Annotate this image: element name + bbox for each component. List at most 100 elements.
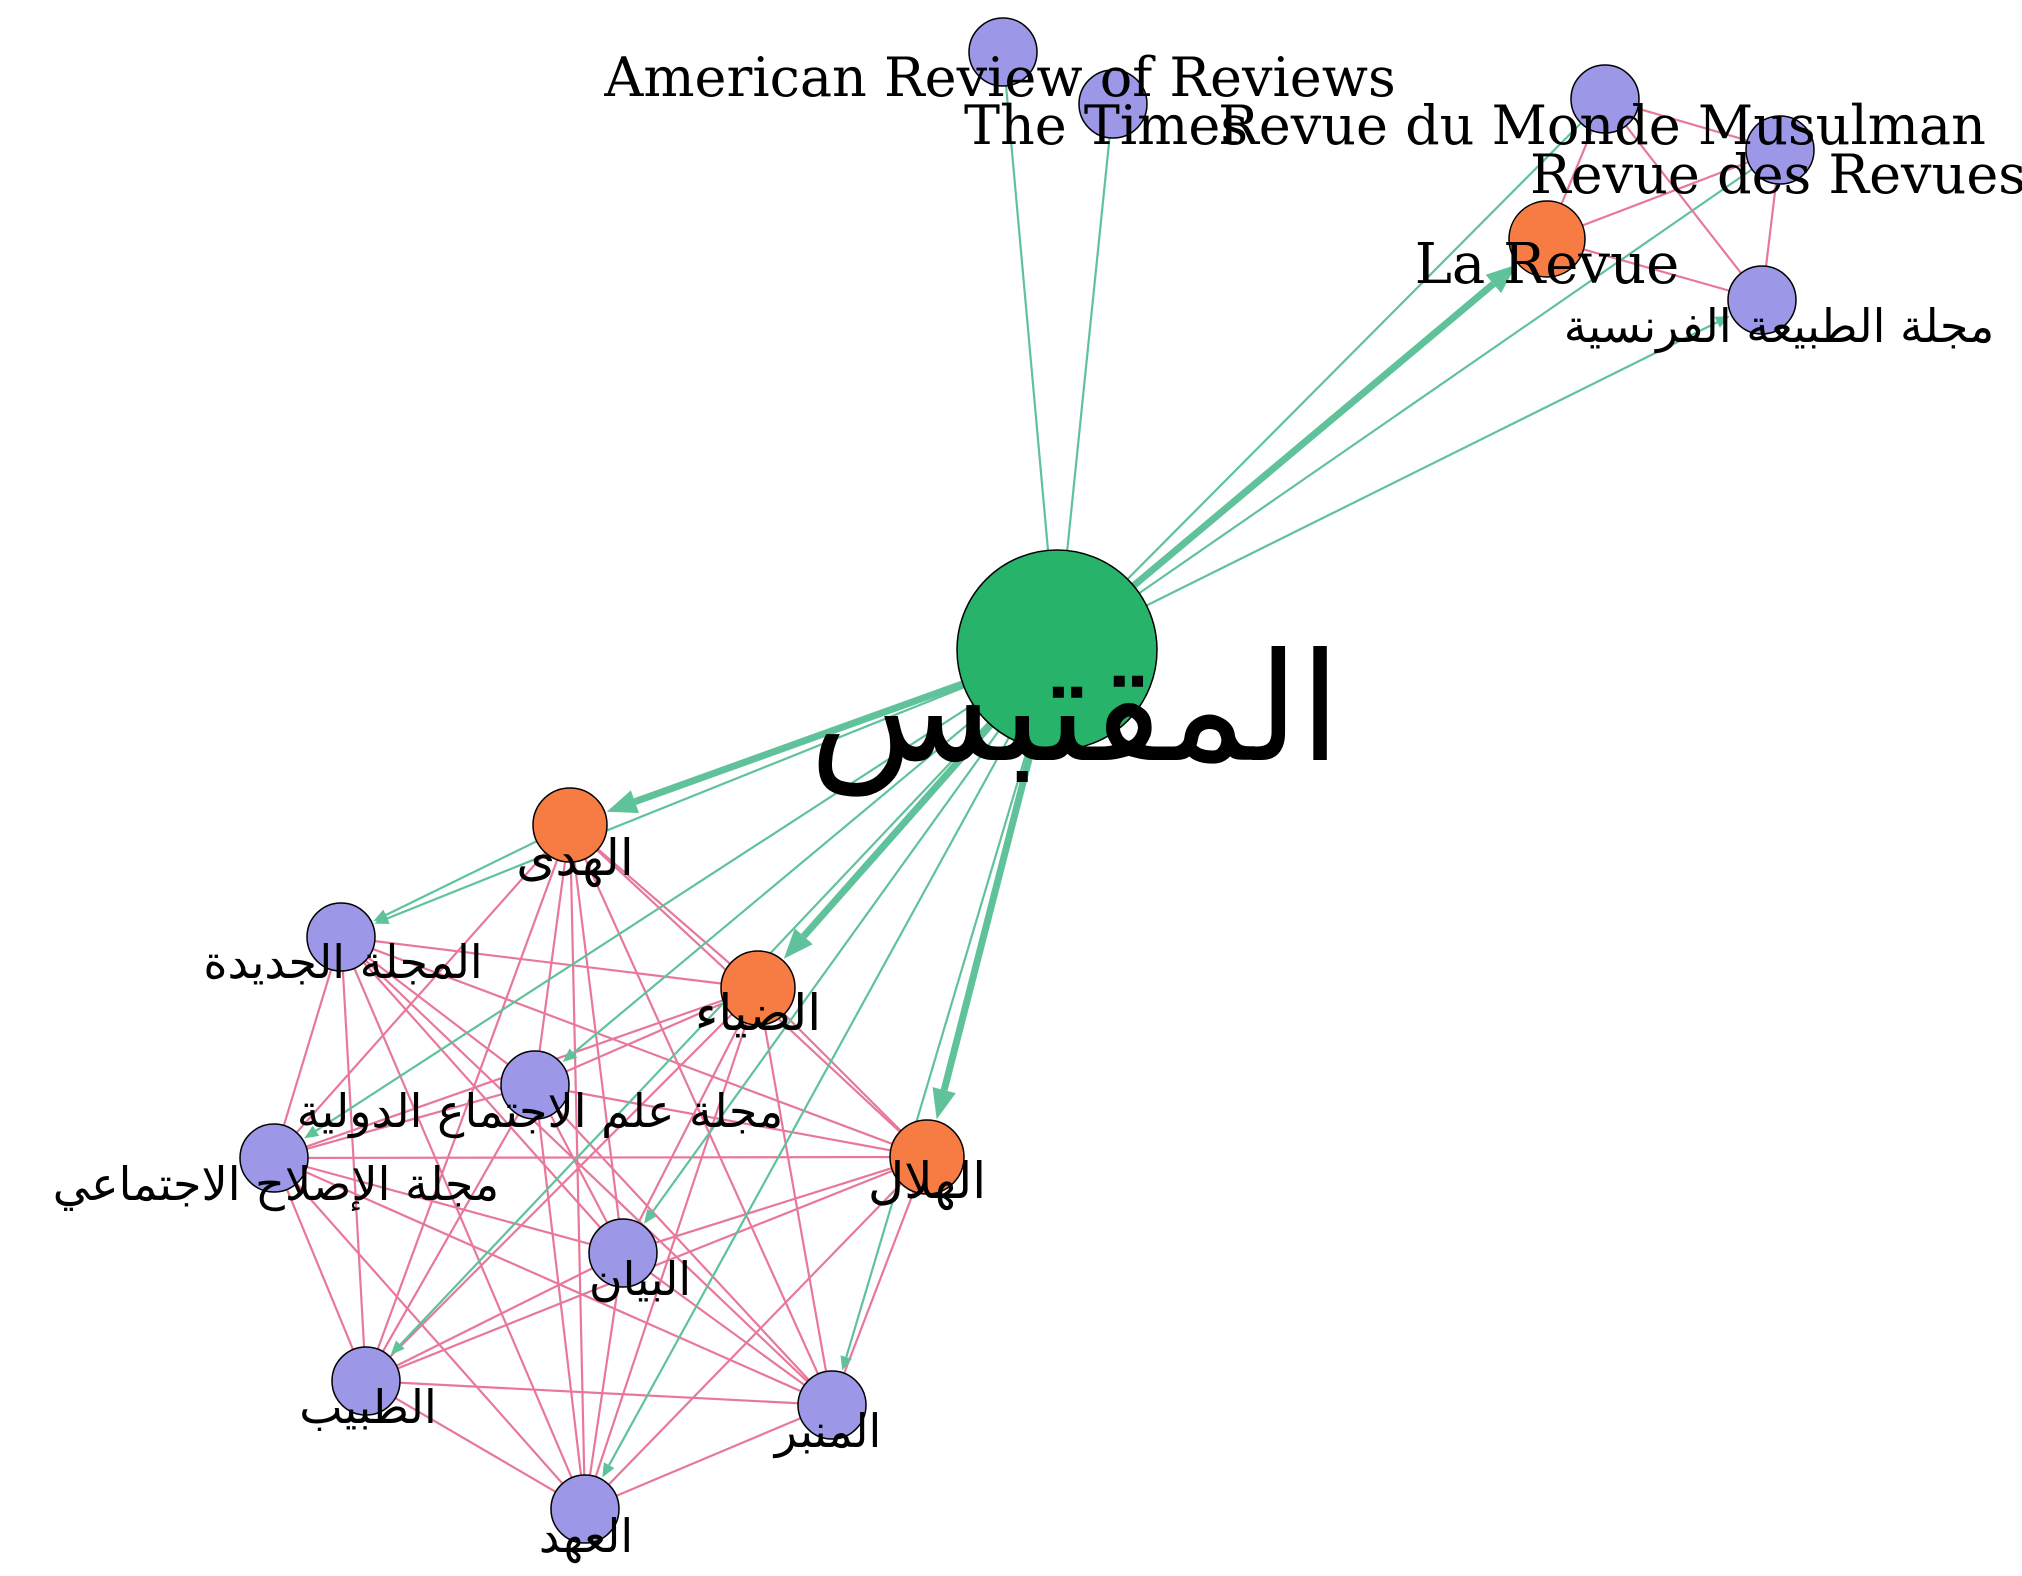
- edge-bayan-ahd: [583, 1252, 625, 1510]
- edge-diya-minbar: [756, 987, 834, 1406]
- node-american_review[interactable]: [968, 17, 1038, 87]
- node-ahd[interactable]: [550, 1474, 620, 1544]
- edge-muqtabas-monde_musulman: [1056, 98, 1606, 651]
- edge-diya-tabib: [365, 987, 759, 1382]
- edge-tabib-ahd: [365, 1380, 586, 1510]
- node-label-tabib: الطبيب: [299, 1380, 436, 1434]
- node-label-ijtima_duwali: مجلة علم الاجتماع الدولية: [297, 1084, 783, 1139]
- arrow-edge-muqtabas-islah: [304, 703, 974, 1139]
- node-islah[interactable]: [239, 1123, 309, 1193]
- node-minbar[interactable]: [797, 1370, 867, 1440]
- node-muqtabas[interactable]: [956, 549, 1158, 751]
- arrow-shaft: [651, 730, 1000, 1214]
- arrow-head: [373, 909, 389, 922]
- edge-bayan-minbar: [622, 1252, 833, 1406]
- edge-huda-bayan: [568, 824, 625, 1254]
- arrow-head: [390, 1340, 405, 1355]
- arrow-shaft: [385, 840, 538, 917]
- edge-islah-tabib: [272, 1157, 368, 1382]
- node-label-hilal: الهلال: [868, 1152, 986, 1211]
- edge-ijtima_duwali-tabib: [365, 1084, 536, 1382]
- arrow-edge-muqtabas-ahd: [602, 737, 1010, 1478]
- arrow-shaft: [801, 722, 994, 939]
- edge-monde_musulman-tabia_fransiya: [1604, 98, 1763, 301]
- edge-jadida-islah: [272, 936, 343, 1159]
- edge-tabib-minbar: [365, 1379, 833, 1407]
- arrow-shaft: [1146, 321, 1718, 607]
- node-bayan[interactable]: [588, 1218, 658, 1288]
- arrow-edge-muqtabas-huda: [606, 680, 965, 813]
- arrow-head: [1485, 264, 1517, 294]
- node-label-tabia_fransiya: مجلة الطبيعة الفرنسية: [1564, 299, 1994, 354]
- arrow-edge-muqtabas-diya: [783, 722, 994, 959]
- node-label-muqtabas: المقتبس: [809, 622, 1341, 797]
- edge-diya-bayan: [622, 987, 759, 1254]
- node-label-american_review: American Review of Reviews: [603, 46, 1395, 109]
- edge-ijtima_duwali-islah: [273, 1083, 536, 1160]
- arrow-shaft: [608, 737, 1010, 1466]
- arrow-shaft: [845, 745, 1030, 1358]
- edge-hilal-bayan: [622, 1155, 928, 1255]
- node-la_revue[interactable]: [1508, 200, 1586, 278]
- node-revue_revues[interactable]: [1745, 115, 1815, 185]
- edge-layer: [272, 51, 1782, 1511]
- node-label-ahd: العهد: [539, 1509, 633, 1564]
- edge-jadida-ahd: [339, 936, 587, 1510]
- node-ijtima_duwali[interactable]: [500, 1050, 570, 1120]
- edge-islah-ahd: [273, 1157, 586, 1510]
- arrow-shaft: [940, 745, 1036, 1092]
- arrow-head: [783, 928, 813, 959]
- edge-muqtabas-revue_revues: [1056, 149, 1781, 651]
- node-label-huda: الهدى: [516, 829, 634, 888]
- edge-jadida-ijtima_duwali: [340, 936, 536, 1086]
- edge-islah-minbar: [273, 1156, 833, 1407]
- node-layer: [239, 17, 1815, 1544]
- node-hilal[interactable]: [889, 1119, 965, 1195]
- arrow-shaft: [399, 721, 990, 1346]
- edge-islah-hilal: [273, 1155, 928, 1160]
- arrow-shaft: [572, 713, 981, 1054]
- edge-bayan-tabib: [365, 1252, 624, 1382]
- node-label-diya: الضياء: [695, 984, 821, 1042]
- node-jadida[interactable]: [306, 902, 376, 972]
- arrow-head: [644, 1208, 658, 1224]
- arrow-edge-muqtabas-ijtima_duwali: [562, 713, 981, 1062]
- arrow-head: [304, 1125, 320, 1139]
- edge-jadida-tabib: [339, 936, 368, 1382]
- edge-diya-hilal: [757, 987, 928, 1158]
- arrow-head: [932, 1087, 956, 1120]
- edge-minbar-ahd: [584, 1403, 833, 1511]
- arrow-head: [562, 1048, 578, 1062]
- node-diya[interactable]: [720, 950, 796, 1026]
- node-monde_musulman[interactable]: [1570, 64, 1640, 134]
- edge-islah-bayan: [273, 1156, 624, 1255]
- arrow-edge-muqtabas-minbar: [840, 745, 1030, 1371]
- arrow-shaft: [315, 703, 974, 1132]
- arrow-head: [1714, 316, 1730, 328]
- edge-jadida-bayan: [340, 936, 624, 1254]
- node-label-la_revue: La Revue: [1415, 232, 1680, 297]
- edge-ijtima_duwali-ahd: [533, 1084, 587, 1510]
- node-label-bayan: البيان: [589, 1252, 691, 1306]
- edge-huda-ijtima_duwali: [533, 824, 572, 1086]
- node-the_times[interactable]: [1078, 69, 1148, 139]
- edge-ijtima_duwali-hilal: [534, 1083, 928, 1159]
- edge-la_revue-revue_revues: [1546, 148, 1781, 241]
- arrow-shaft: [387, 686, 965, 920]
- node-label-islah: مجلة الإصلاح الاجتماعي: [53, 1157, 499, 1212]
- edge-jadida-diya: [340, 935, 759, 990]
- edge-jadida-minbar: [340, 936, 833, 1406]
- arrow-edge-muqtabas-tabia_fransiya: [1146, 316, 1730, 607]
- node-tabib[interactable]: [331, 1346, 401, 1416]
- arrow-shaft: [1131, 281, 1496, 589]
- edge-jadida-hilal: [340, 935, 928, 1159]
- arrow-shaft: [633, 680, 965, 805]
- arrow-head: [840, 1355, 853, 1371]
- node-label-the_times: The Times: [964, 94, 1248, 157]
- node-huda[interactable]: [532, 787, 608, 863]
- node-tabia_fransiya[interactable]: [1727, 265, 1797, 335]
- edge-ijtima_duwali-minbar: [534, 1084, 833, 1406]
- arrow-edge-muqtabas-bayan: [644, 730, 1000, 1224]
